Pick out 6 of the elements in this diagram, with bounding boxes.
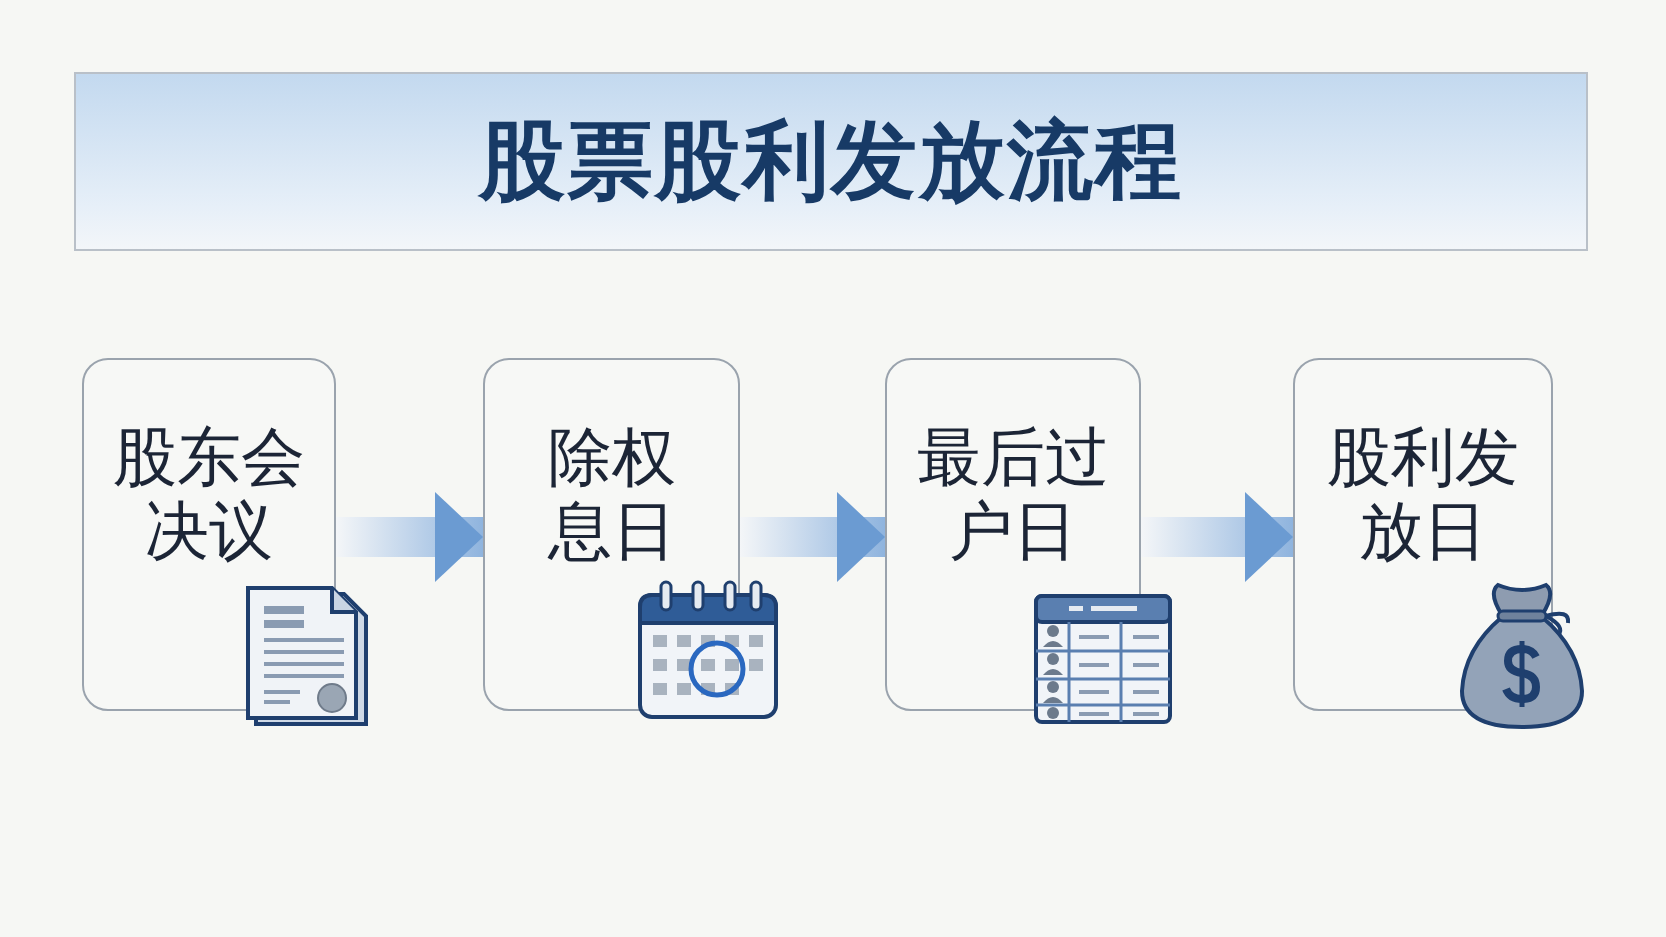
step-label: 除权息日 (546, 420, 677, 568)
step-label: 股东会决议 (112, 420, 306, 568)
step-box (1293, 358, 1553, 711)
title: 股票股利发放流程 (479, 109, 1183, 212)
step-label: 最后过户日 (916, 420, 1110, 568)
step-label: 股利发放日 (1326, 420, 1520, 568)
